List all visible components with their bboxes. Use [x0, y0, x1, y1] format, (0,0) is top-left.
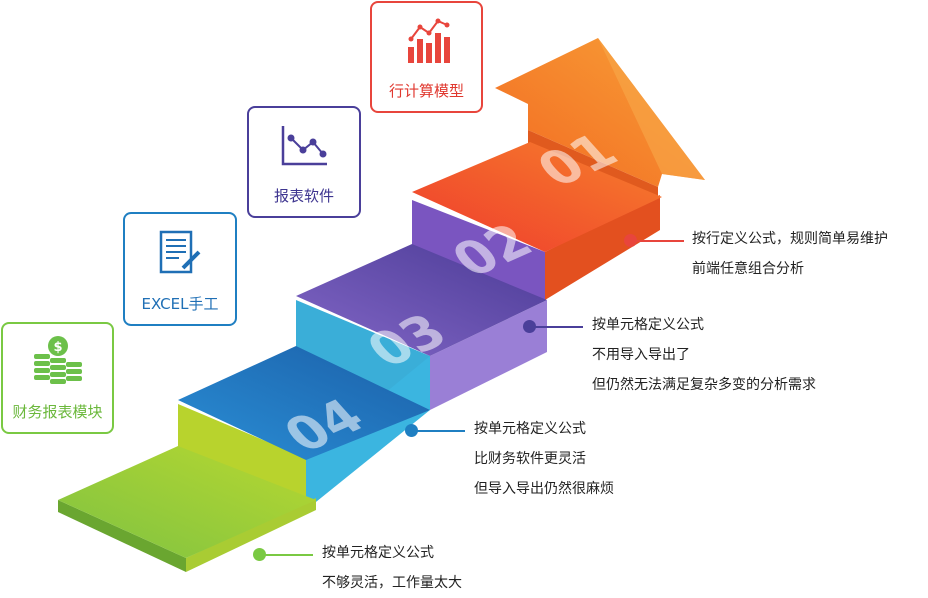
step-03 [178, 346, 430, 510]
card-label: 报表软件 [273, 187, 334, 205]
card-label: 财务报表模块 [12, 403, 103, 421]
callout-line-04 [265, 554, 313, 556]
svg-text:$: $ [53, 340, 62, 355]
bar-trend-chart-icon [407, 18, 450, 63]
line-chart-icon [281, 126, 327, 166]
description-03: 按单元格定义公式 比财务软件更灵活 但导入导出仍然很麻烦 [474, 414, 614, 504]
callout-line-02 [535, 326, 583, 328]
step-01 [412, 142, 662, 300]
description-01: 按行定义公式，规则简单易维护 前端任意组合分析 [692, 224, 888, 284]
callout-dot-04 [253, 548, 266, 561]
callout-line-03 [417, 430, 465, 432]
description-line: 按单元格定义公式 [592, 317, 704, 333]
description-02: 按单元格定义公式 不用导入导出了 但仍然无法满足复杂多变的分析需求 [592, 310, 816, 400]
description-line: 但导入导出仍然很麻烦 [474, 481, 614, 497]
description-04: 按单元格定义公式 不够灵活，工作量太大 [322, 538, 462, 598]
callout-dot-01 [624, 234, 637, 247]
callout-dot-02 [523, 320, 536, 333]
card-excel-manual: EXCEL手工 [123, 212, 237, 326]
description-line: 前端任意组合分析 [692, 261, 804, 277]
description-line: 按单元格定义公式 [322, 545, 434, 561]
card-finance-report: $ 财务报表模块 [1, 322, 114, 434]
callout-dot-03 [405, 424, 418, 437]
description-line: 比财务软件更灵活 [474, 451, 586, 467]
description-line: 但仍然无法满足复杂多变的分析需求 [592, 377, 816, 393]
callout-line-01 [636, 240, 684, 242]
spreadsheet-edit-icon [159, 230, 201, 274]
description-line: 按单元格定义公式 [474, 421, 586, 437]
card-row-calc-model: 行计算模型 [370, 1, 483, 113]
card-report-software: 报表软件 [247, 106, 361, 218]
card-label: 行计算模型 [388, 82, 464, 100]
coins-icon: $ [33, 336, 82, 384]
card-label: EXCEL手工 [141, 295, 219, 313]
description-line: 按行定义公式，规则简单易维护 [692, 231, 888, 247]
description-line: 不够灵活，工作量太大 [322, 575, 462, 591]
step-02 [296, 244, 547, 410]
description-line: 不用导入导出了 [592, 347, 690, 363]
step-04 [58, 446, 316, 572]
